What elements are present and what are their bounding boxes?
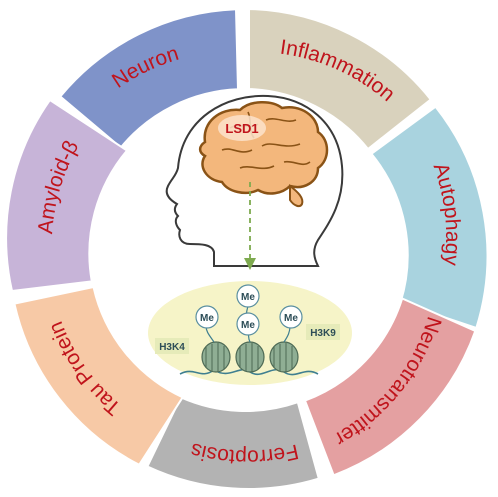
methyl-group-left: Me bbox=[195, 305, 219, 329]
histone-tag-right: H3K9 bbox=[306, 324, 340, 340]
methyl-group-right: Me bbox=[279, 305, 303, 329]
segment-neurotransmitter bbox=[303, 297, 477, 477]
svg-text:Me: Me bbox=[241, 320, 255, 331]
nucleosome-1 bbox=[201, 341, 231, 373]
segment-inflammation bbox=[248, 7, 433, 151]
brain-icon bbox=[198, 101, 329, 208]
segment-neuron bbox=[58, 8, 240, 149]
svg-text:Me: Me bbox=[284, 313, 298, 324]
lsd1-label: LSD1 bbox=[225, 121, 258, 136]
svg-text:H3K9: H3K9 bbox=[310, 328, 336, 339]
svg-text:Me: Me bbox=[241, 292, 255, 303]
segment-ferroptosis bbox=[146, 395, 321, 490]
head-outline bbox=[165, 94, 344, 267]
nucleosome-3 bbox=[269, 341, 299, 373]
methyl-group-top: Me bbox=[236, 284, 260, 308]
segment-autophagy bbox=[369, 105, 489, 330]
segment-tau-protein bbox=[13, 285, 185, 467]
svg-text:H3K4: H3K4 bbox=[159, 342, 185, 353]
histone-tag-left: H3K4 bbox=[155, 338, 189, 354]
segment-amyloid bbox=[5, 98, 129, 293]
svg-text:Me: Me bbox=[200, 313, 214, 324]
arrow-head-icon bbox=[244, 258, 256, 270]
methyl-group-center: Me bbox=[236, 312, 260, 336]
nucleosome-2 bbox=[235, 341, 265, 373]
